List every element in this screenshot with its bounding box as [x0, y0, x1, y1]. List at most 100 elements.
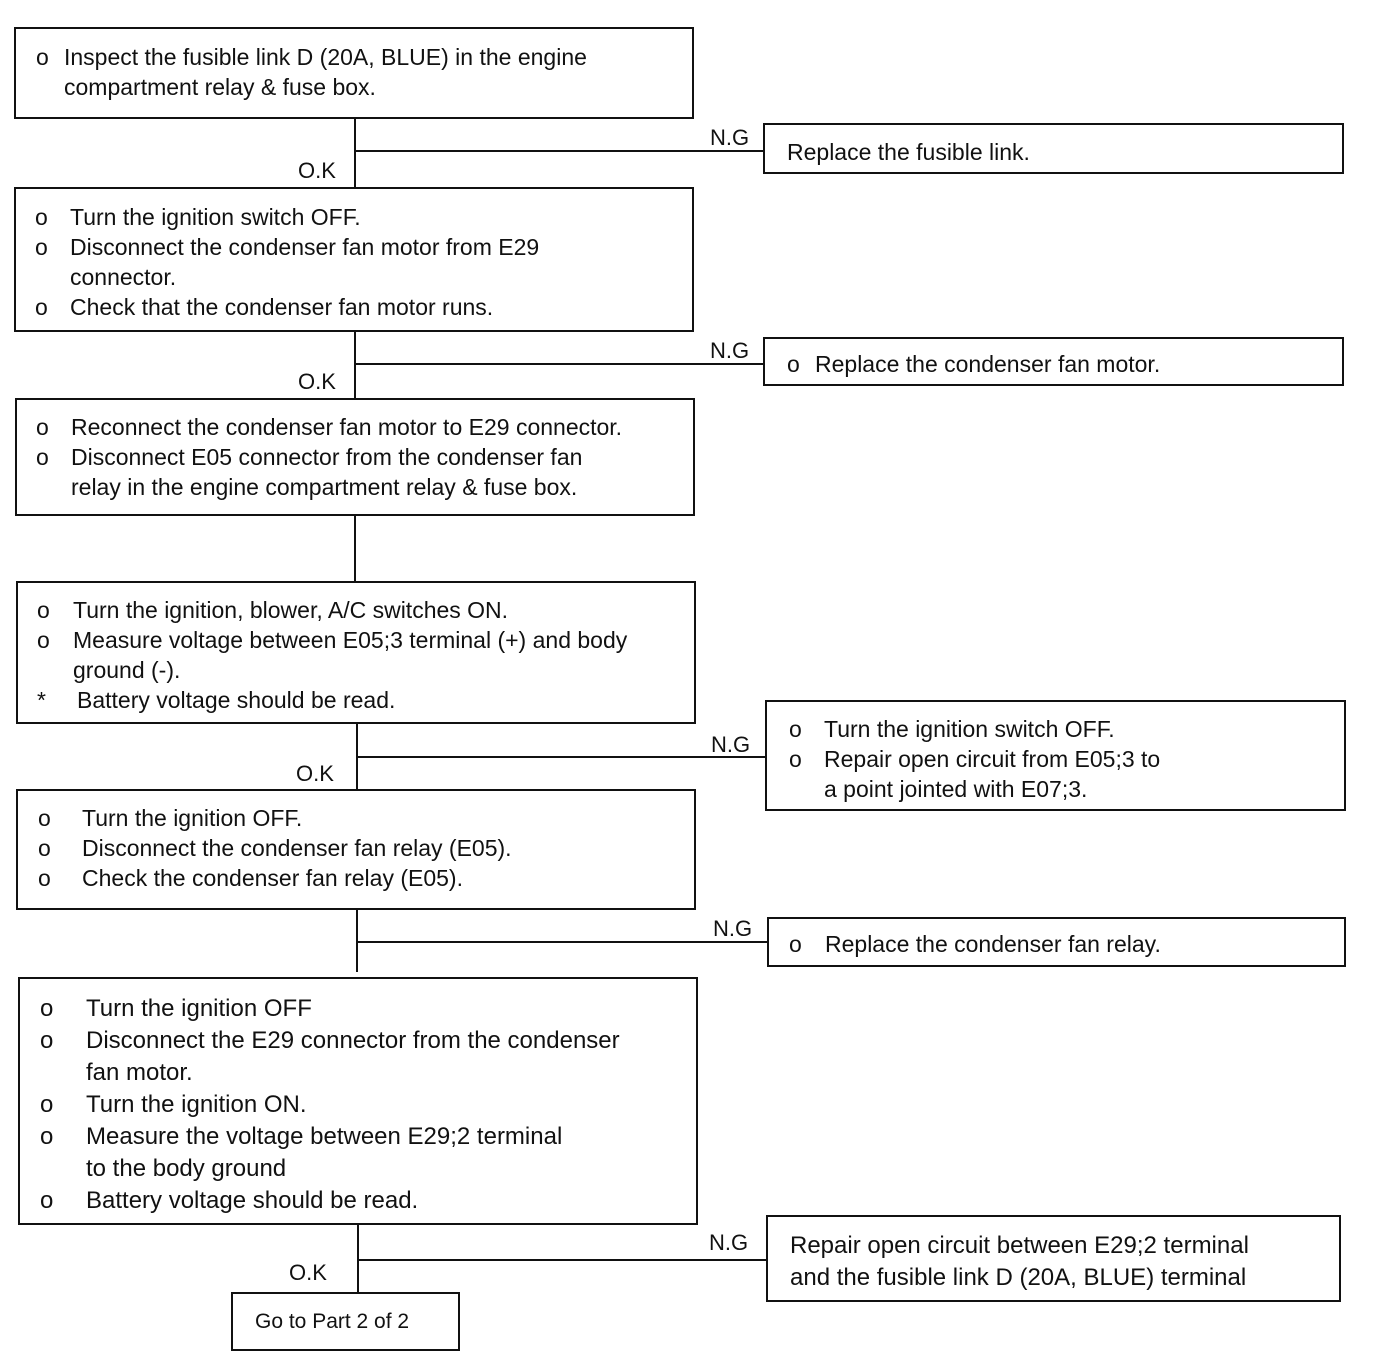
step6-item-1-line-1: Turn the ignition OFF — [86, 995, 312, 1022]
fix1-item: Replace the fusible link. — [787, 137, 1327, 167]
step2-item-3-line-1: Check that the condenser fan motor runs. — [70, 294, 494, 320]
step5-item-1-bullet: o — [38, 805, 51, 831]
step6-item-1-bullet: o — [40, 995, 54, 1022]
step6-item-2-bullet: o — [40, 1027, 54, 1054]
connector-vertical-3 — [354, 515, 356, 582]
connector-branch-6 — [357, 1259, 767, 1261]
step5-item-3-line-1: Check the condenser fan relay (E05). — [82, 865, 463, 891]
step2-item-2-line-1: Disconnect the condenser fan motor from … — [70, 234, 540, 260]
fix2-text: Replace the condenser fan motor. — [815, 351, 1161, 377]
step2-item-2-line-2: connector. — [70, 264, 177, 290]
step6-item-4-line-1: Measure the voltage between E29;2 termin… — [86, 1123, 563, 1150]
connector-vertical-1 — [354, 118, 356, 188]
step6-item-2-line-1: Disconnect the E29 connector from the co… — [86, 1027, 620, 1054]
fix2-item: o Replace the condenser fan motor. — [787, 349, 1327, 379]
step4-item-1-line-1: Turn the ignition, blower, A/C switches … — [73, 597, 509, 623]
ng-label-4: N.G — [711, 732, 751, 757]
next-part-label: Go to Part 2 of 2 — [255, 1310, 410, 1333]
step4-item-2: o Measure voltage between E05;3 terminal… — [37, 625, 692, 685]
fix1-box: Replace the fusible link. — [763, 123, 1344, 174]
step6-item-2: o Disconnect the E29 connector from the … — [40, 1025, 695, 1089]
ok-label-6: O.K — [289, 1260, 327, 1285]
step3-box: o Reconnect the condenser fan motor to E… — [15, 398, 695, 516]
step3-item-1-line-1: Reconnect the condenser fan motor to E29… — [71, 414, 623, 440]
step5-item-2-bullet: o — [38, 835, 51, 861]
step6-item-5-bullet: o — [40, 1187, 54, 1214]
fix5-bullet: o — [789, 931, 802, 957]
step3-item-1: o Reconnect the condenser fan motor to E… — [36, 412, 691, 442]
ng-label-2: N.G — [710, 338, 750, 363]
step5-box: o Turn the ignition OFF. o Disconnect th… — [16, 789, 696, 910]
fix1-text: Replace the fusible link. — [787, 139, 1030, 165]
connector-vertical-5 — [356, 908, 358, 972]
ng-label-1: N.G — [710, 125, 750, 150]
step6-item-5-line-1: Battery voltage should be read. — [86, 1187, 419, 1214]
step3-item-2-line-2: relay in the engine compartment relay & … — [71, 474, 578, 500]
step3-item-2-bullet: o — [36, 444, 49, 470]
step5-item-3-bullet: o — [38, 865, 51, 891]
step4-item-3: * Battery voltage should be read. — [37, 685, 692, 715]
ng-label-5: N.G — [713, 916, 753, 941]
step6-item-3-bullet: o — [40, 1091, 54, 1118]
fix6-box: Repair open circuit between E29;2 termin… — [766, 1215, 1341, 1302]
step1-line-1: Inspect the fusible link D (20A, BLUE) i… — [64, 44, 587, 70]
step4-item-3-bullet: * — [37, 687, 46, 713]
step4-item-2-bullet: o — [37, 627, 50, 653]
step5-item-3: o Check the condenser fan relay (E05). — [38, 863, 693, 893]
next-part-box[interactable]: Go to Part 2 of 2 — [231, 1292, 460, 1351]
fix4-box: o Turn the ignition switch OFF. o Repair… — [765, 700, 1346, 811]
step3-item-1-bullet: o — [36, 414, 49, 440]
fix6-item: Repair open circuit between E29;2 termin… — [790, 1230, 1330, 1294]
ok-label-2: O.K — [298, 369, 336, 394]
step1-line-2: compartment relay & fuse box. — [64, 74, 376, 100]
fix5-item: o Replace the condenser fan relay. — [789, 929, 1334, 959]
step5-item-1: o Turn the ignition OFF. — [38, 803, 693, 833]
fix4-item-1: o Turn the ignition switch OFF. — [789, 714, 1334, 744]
step5-item-1-line-1: Turn the ignition OFF. — [82, 805, 303, 831]
step3-item-2: o Disconnect E05 connector from the cond… — [36, 442, 691, 502]
step6-item-4-line-2: to the body ground — [86, 1155, 287, 1182]
step2-item-3: o Check that the condenser fan motor run… — [35, 292, 685, 322]
step5-item-2: o Disconnect the condenser fan relay (E0… — [38, 833, 693, 863]
step6-item-3: o Turn the ignition ON. — [40, 1089, 695, 1121]
step1-box: o Inspect the fusible link D (20A, BLUE)… — [14, 27, 694, 119]
step6-item-2-line-2: fan motor. — [86, 1059, 193, 1086]
step6-item-5: o Battery voltage should be read. — [40, 1185, 695, 1217]
ok-label-4: O.K — [296, 761, 334, 786]
step1-item: o Inspect the fusible link D (20A, BLUE)… — [36, 42, 686, 102]
fix5-text: Replace the condenser fan relay. — [825, 931, 1161, 957]
fix5-box: o Replace the condenser fan relay. — [767, 917, 1346, 967]
step6-item-4: o Measure the voltage between E29;2 term… — [40, 1121, 695, 1185]
fix6-line-1: Repair open circuit between E29;2 termin… — [790, 1232, 1249, 1259]
ng-label-6: N.G — [709, 1230, 749, 1255]
step2-box: o Turn the ignition switch OFF. o Discon… — [14, 187, 694, 332]
step6-item-4-bullet: o — [40, 1123, 54, 1150]
fix4-item-1-bullet: o — [789, 716, 802, 742]
step6-item-1: o Turn the ignition OFF — [40, 993, 695, 1025]
step1-bullet: o — [36, 44, 49, 70]
step2-item-1-line-1: Turn the ignition switch OFF. — [70, 204, 361, 230]
step2-item-1: o Turn the ignition switch OFF. — [35, 202, 685, 232]
ok-label-1: O.K — [298, 158, 336, 183]
fix2-bullet: o — [787, 351, 800, 377]
connector-branch-5 — [356, 941, 768, 943]
fix4-item-2: o Repair open circuit from E05;3 to a po… — [789, 744, 1334, 804]
step2-item-1-bullet: o — [35, 204, 48, 230]
step4-item-2-line-1: Measure voltage between E05;3 terminal (… — [73, 627, 628, 653]
step4-item-1: o Turn the ignition, blower, A/C switche… — [37, 595, 692, 625]
step2-item-2-bullet: o — [35, 234, 48, 260]
connector-branch-4 — [356, 756, 766, 758]
step6-box: o Turn the ignition OFF o Disconnect the… — [18, 977, 698, 1225]
connector-branch-2 — [354, 363, 764, 365]
fix2-box: o Replace the condenser fan motor. — [763, 337, 1344, 386]
step4-item-2-line-2: ground (-). — [73, 657, 181, 683]
fix4-item-2-bullet: o — [789, 746, 802, 772]
connector-branch-1 — [354, 150, 764, 152]
step4-box: o Turn the ignition, blower, A/C switche… — [16, 581, 696, 724]
step3-item-2-line-1: Disconnect E05 connector from the conden… — [71, 444, 583, 470]
fix4-item-2-line-2: a point jointed with E07;3. — [824, 776, 1088, 802]
step2-item-3-bullet: o — [35, 294, 48, 320]
fix4-item-2-line-1: Repair open circuit from E05;3 to — [824, 746, 1161, 772]
step4-item-3-line-1: Battery voltage should be read. — [77, 687, 396, 713]
step5-item-2-line-1: Disconnect the condenser fan relay (E05)… — [82, 835, 512, 861]
